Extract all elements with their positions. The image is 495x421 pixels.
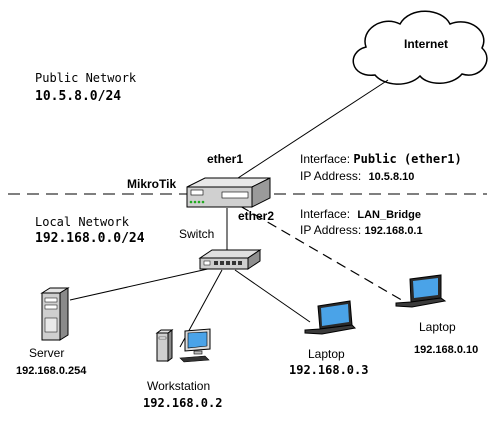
laptop-wireless-icon <box>395 274 447 308</box>
local-interface-label: Interface: <box>300 207 351 221</box>
local-network-address: 192.168.0.0/24 <box>35 231 145 246</box>
internet-cloud-icon <box>352 10 488 85</box>
router-icon <box>186 177 271 208</box>
public-interface-label: Interface: <box>300 152 351 166</box>
ether2-label: ether2 <box>238 209 275 223</box>
local-ip-value: 192.168.0.1 <box>364 225 423 237</box>
public-interface-value: Public (ether1) <box>353 152 462 166</box>
public-ip-label: IP Address: <box>300 169 362 183</box>
switch-icon <box>198 249 262 270</box>
server-label: Server <box>29 346 65 360</box>
router-name: MikroTik <box>127 177 177 191</box>
laptop-wired-icon <box>304 300 357 335</box>
local-interface-line: Interface: LAN_Bridge <box>300 207 421 221</box>
laptop-wired-ip: 192.168.0.3 <box>289 363 369 377</box>
local-ip-label: IP Address: <box>300 223 362 237</box>
public-ip-line: IP Address: 10.5.8.10 <box>300 169 414 183</box>
workstation-ip: 192.168.0.2 <box>143 396 223 410</box>
server-link <box>69 267 213 301</box>
local-network-title: Local Network <box>35 215 129 229</box>
laptop-wired-link <box>234 269 311 323</box>
public-ip-value: 10.5.8.10 <box>368 171 415 183</box>
laptop-wireless-ip: 192.168.0.10 <box>414 344 479 356</box>
public-interface-line: Interface: Public (ether1) <box>300 152 462 166</box>
local-ip-line: IP Address: 192.168.0.1 <box>300 223 423 237</box>
public-network-title: Public Network <box>35 71 137 85</box>
server-icon <box>40 287 70 341</box>
workstation-icon <box>155 328 211 363</box>
ether1-label: ether1 <box>207 152 244 166</box>
workstation-label: Workstation <box>147 379 211 393</box>
internet-link <box>237 79 389 179</box>
server-ip: 192.168.0.254 <box>16 365 87 377</box>
public-network-address: 10.5.8.0/24 <box>35 89 122 104</box>
laptop-wireless-label: Laptop <box>419 320 456 334</box>
local-interface-value: LAN_Bridge <box>357 209 421 221</box>
switch-label: Switch <box>179 227 215 241</box>
laptop-wired-label: Laptop <box>308 347 345 361</box>
internet-label: Internet <box>404 37 449 51</box>
